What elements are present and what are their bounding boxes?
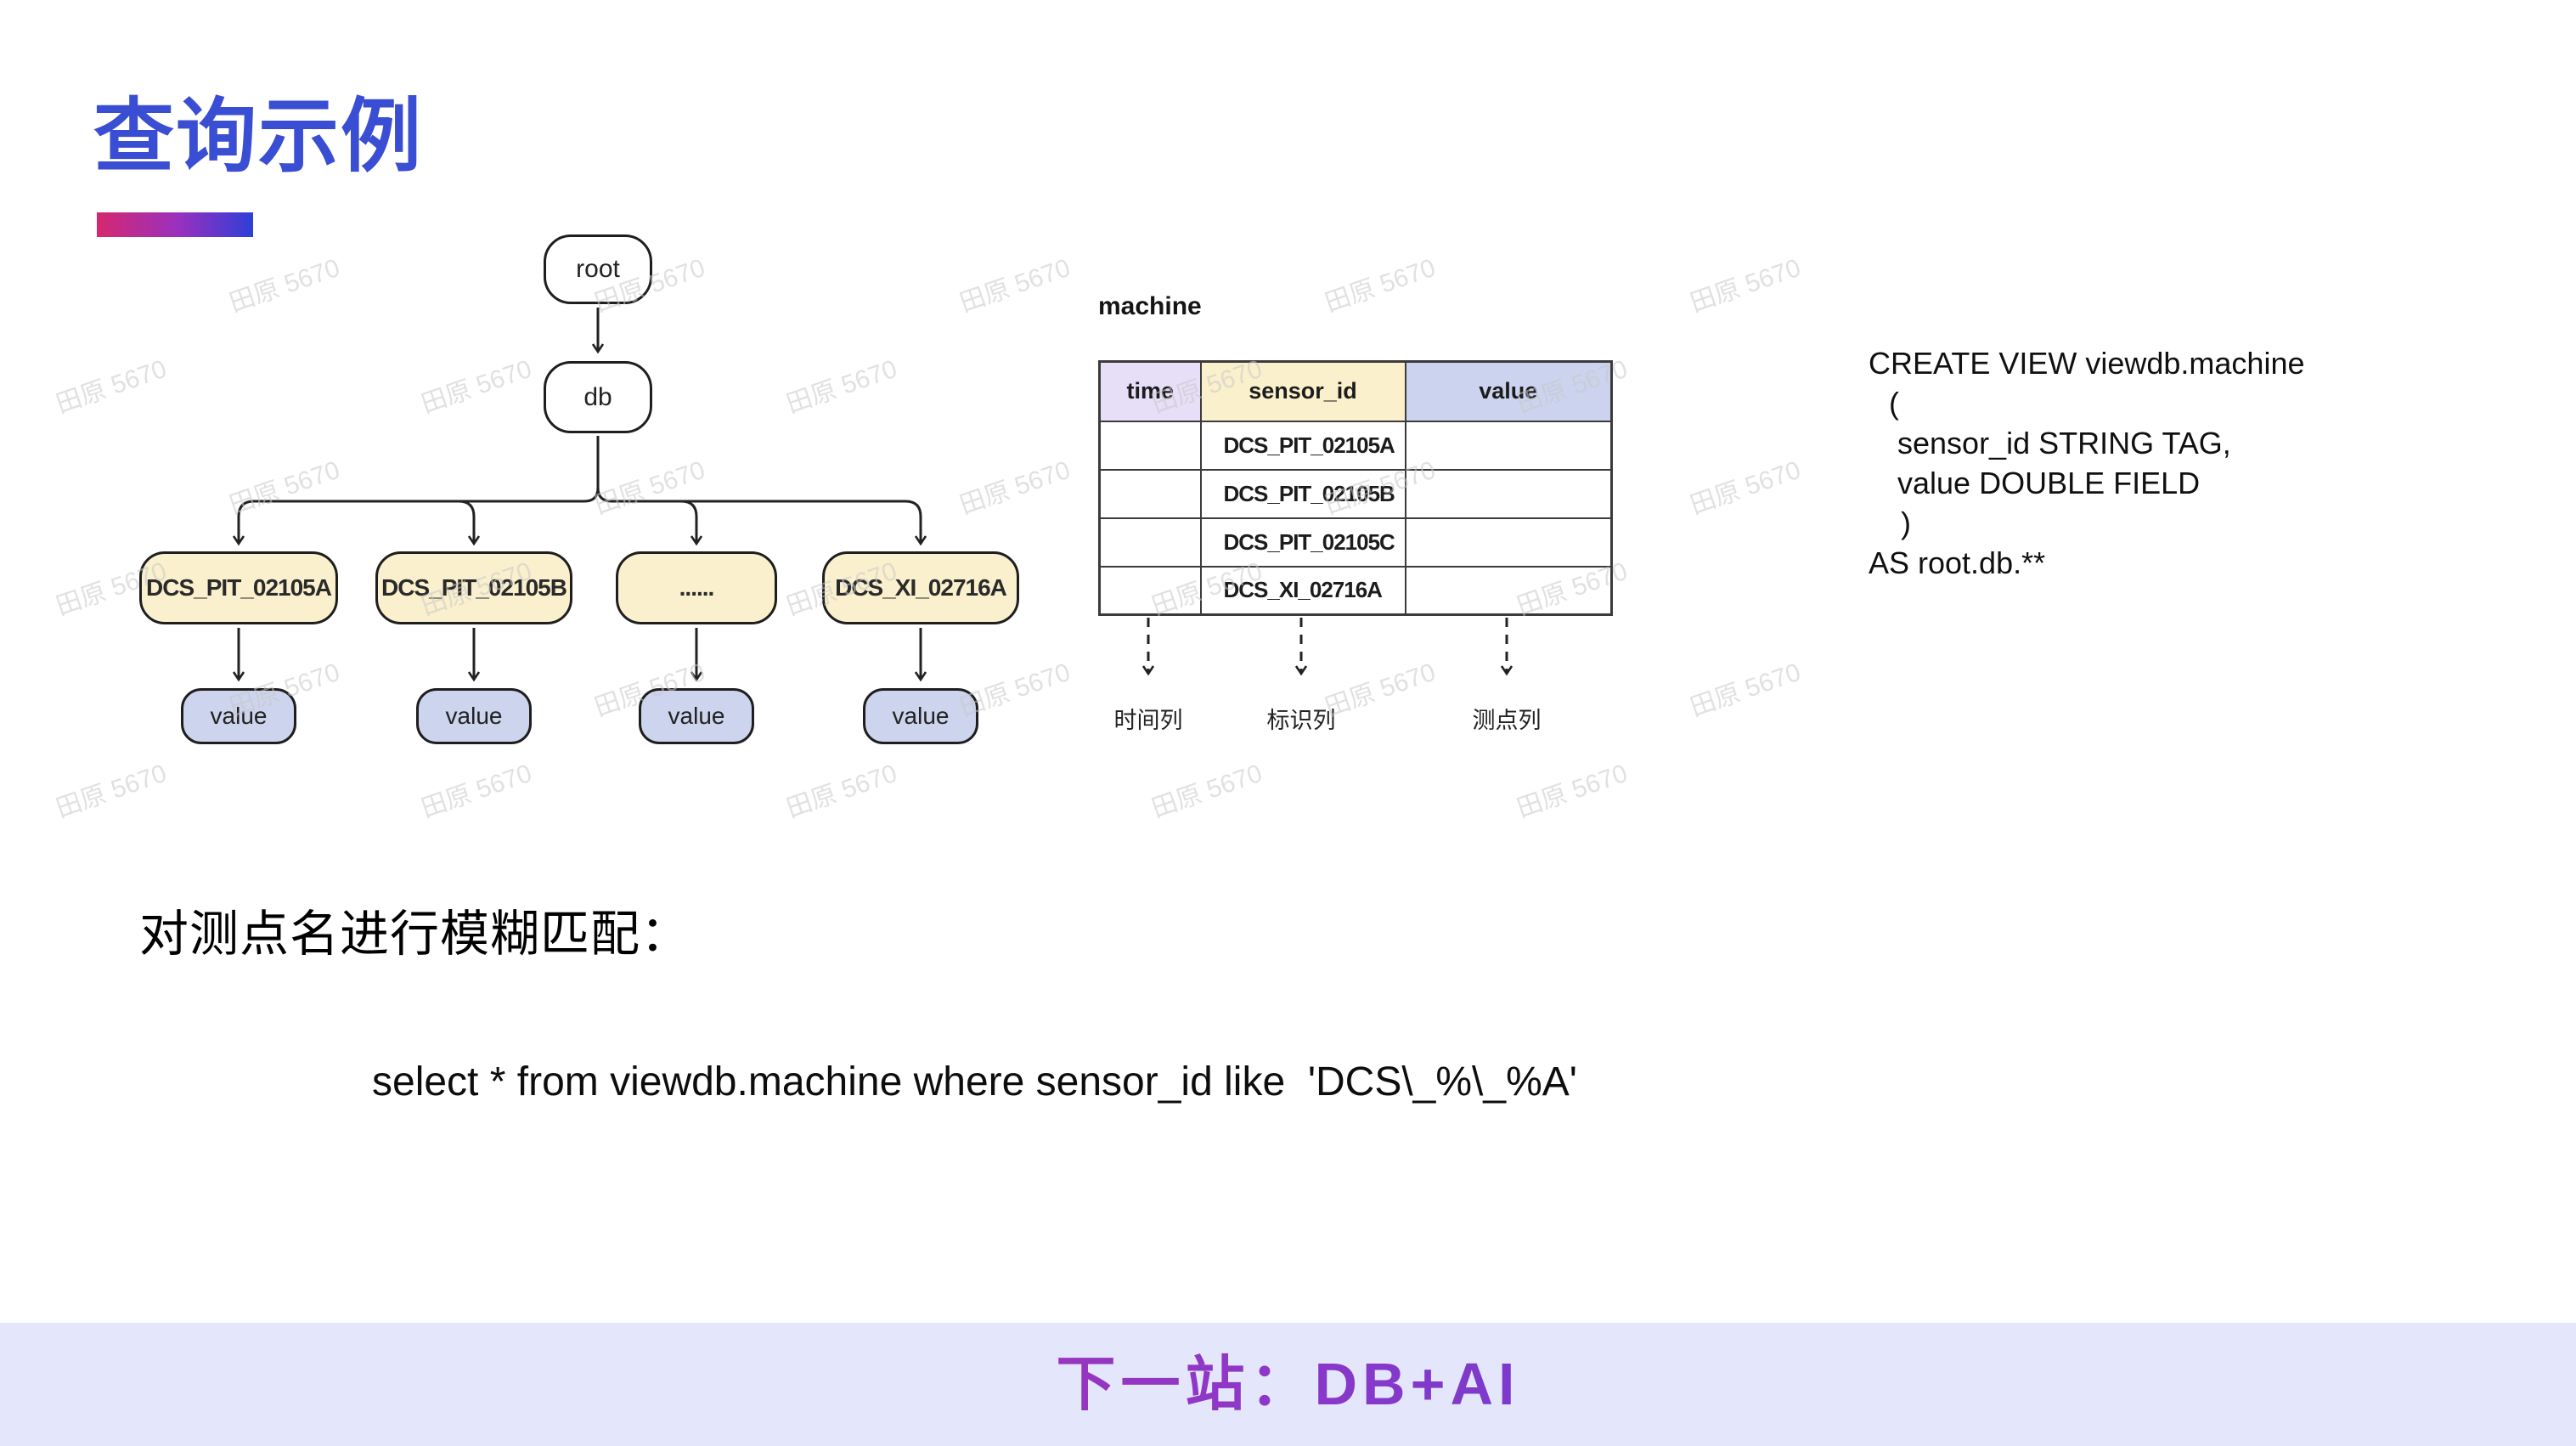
table-row: DCS_XI_02716A [1098, 565, 1613, 616]
sql-line: CREATE VIEW viewdb.machine [1869, 346, 2305, 381]
cell-sensor-3: DCS_PIT_02105C [1199, 517, 1406, 568]
column-header-sensor: sensor_id [1199, 360, 1406, 422]
table-row: DCS_PIT_02105B [1098, 468, 1613, 519]
annotation-time-column: 时间列 [1113, 708, 1183, 733]
branch-arrow-3 [680, 500, 703, 546]
table-row: DCS_PIT_02105C [1098, 517, 1613, 568]
tree-node-value-3: value [639, 688, 754, 744]
sql-line: sensor_id STRING TAG, [1897, 426, 2231, 460]
cell-sensor-4: DCS_XI_02716A [1199, 565, 1406, 616]
annotation-tag-column: 标识列 [1266, 708, 1336, 733]
fuzzy-match-heading: 对测点名进行模糊匹配： [139, 907, 691, 962]
select-query: select * from viewdb.machine where senso… [372, 1059, 1577, 1104]
footer-band: 下一站：DB+AI [0, 1323, 2576, 1446]
tree-node-sensor-4: DCS_XI_02716A [822, 551, 1019, 624]
cell-time-2 [1098, 468, 1202, 519]
sql-line: ( [1889, 386, 1899, 421]
tree-node-root: root [544, 234, 652, 304]
tree-node-sensor-1: DCS_PIT_02105A [139, 551, 338, 624]
cell-value-1 [1404, 420, 1613, 471]
cell-value-3 [1404, 517, 1613, 568]
cell-sensor-2: DCS_PIT_02105B [1199, 468, 1406, 519]
title-accent-bar [97, 212, 253, 237]
cell-time-3 [1098, 517, 1202, 568]
tree-node-sensor-2: DCS_PIT_02105B [375, 551, 572, 624]
sql-line: value DOUBLE FIELD [1897, 466, 2201, 500]
cell-value-2 [1404, 468, 1613, 519]
cell-time-4 [1098, 565, 1202, 616]
branch-arrow-2 [458, 500, 481, 546]
table-row: DCS_PIT_02105A [1098, 420, 1613, 471]
tree-node-db: db [544, 361, 652, 433]
tree-node-ellipsis: ...... [616, 551, 777, 624]
sql-line: AS root.db.** [1869, 545, 2046, 580]
annotation-sensor-column: 测点列 [1472, 708, 1542, 733]
cell-sensor-1: DCS_PIT_02105A [1199, 420, 1406, 471]
branch-arrow-4 [596, 487, 927, 546]
footer-slogan: 下一站：DB+AI [0, 1323, 2576, 1446]
branch-arrow-1 [232, 487, 600, 546]
page-title: 查询示例 [93, 92, 424, 182]
cell-value-4 [1404, 565, 1613, 616]
tree-node-value-2: value [416, 688, 532, 744]
table-header-row: time sensor_id value [1098, 360, 1613, 422]
sql-line: ) [1901, 506, 1911, 540]
tree-node-value-1: value [181, 688, 296, 744]
tree-node-value-4: value [863, 688, 978, 744]
table-title: machine [1098, 292, 1202, 320]
column-header-time: time [1098, 360, 1202, 422]
column-header-value: value [1404, 360, 1613, 422]
create-view-sql: CREATE VIEW viewdb.machine ( sensor_id S… [1869, 343, 2305, 583]
cell-time-1 [1098, 420, 1202, 471]
machine-table: time sensor_id value DCS_PIT_02105A DCS_… [1098, 360, 1613, 616]
